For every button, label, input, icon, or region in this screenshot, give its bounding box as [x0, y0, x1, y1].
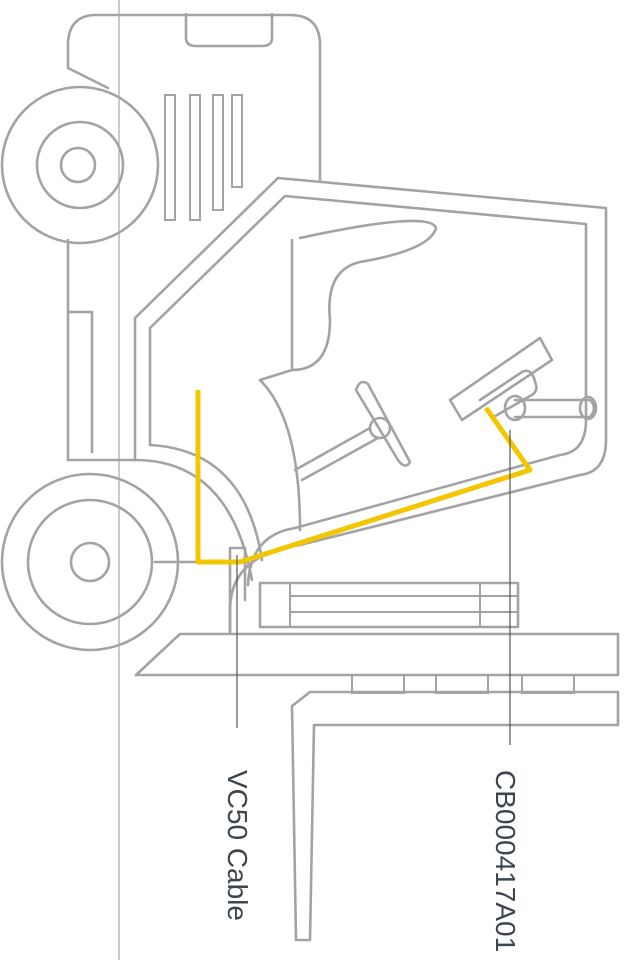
front-pillar: [133, 316, 152, 462]
vc50-cable-route: [195, 390, 533, 565]
seat-base: [258, 368, 302, 532]
cable-label: VC50 Cable: [222, 770, 253, 921]
control-module: [448, 336, 598, 422]
counterweight-outline: [66, 13, 322, 182]
steering-column: [293, 380, 412, 482]
forklift-outline-icon: [0, 12, 620, 942]
grille-vents: [164, 94, 243, 221]
fork-tine: [290, 690, 620, 942]
chassis-outline: [66, 238, 137, 462]
carriage-blocks: [351, 674, 575, 694]
cab-frame-inner: [148, 194, 588, 587]
rear-wheel: [0, 85, 160, 245]
seat: [290, 219, 438, 372]
front-wheel: [0, 472, 180, 652]
carriage-plate: [134, 632, 620, 677]
hood-tab: [184, 12, 274, 48]
part-number-label: CB000417A01: [490, 770, 521, 952]
